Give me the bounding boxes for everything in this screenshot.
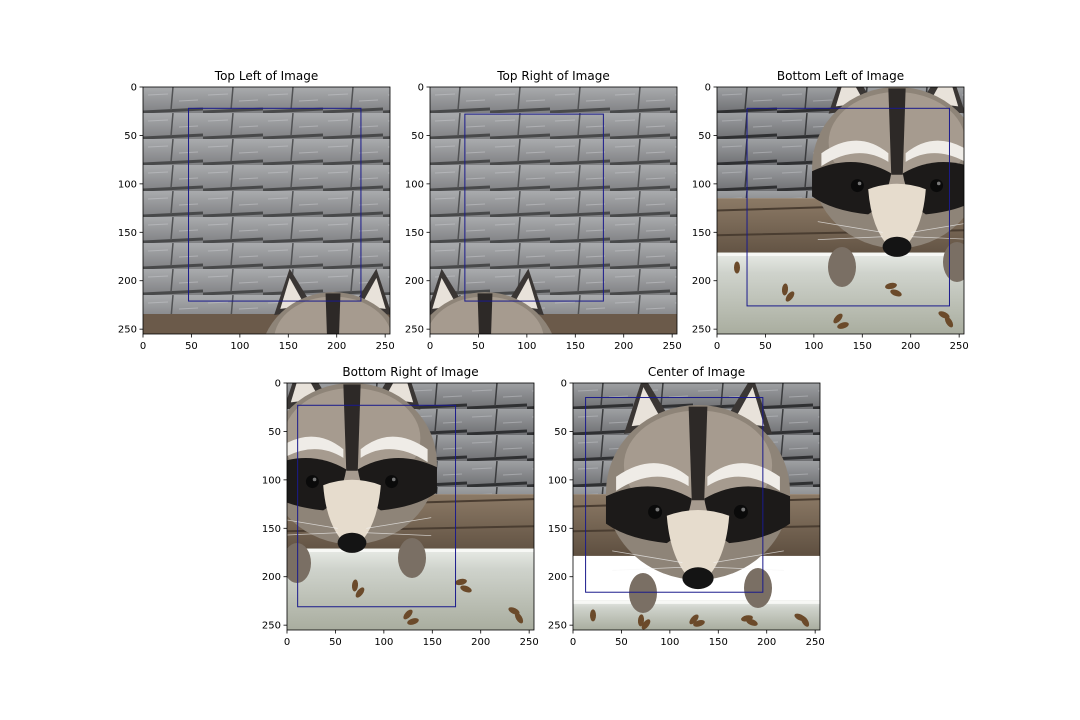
- x-tick-label: 150: [853, 341, 872, 352]
- x-tick-label: 50: [472, 341, 485, 352]
- x-tick-label: 200: [614, 341, 633, 352]
- subplot-title: Bottom Left of Image: [777, 69, 904, 83]
- subplot-title: Top Left of Image: [214, 69, 318, 83]
- x-tick-label: 150: [566, 341, 585, 352]
- bounding-box: [585, 397, 764, 593]
- y-tick-label: 250: [118, 325, 137, 336]
- y-tick-label: 100: [262, 475, 281, 486]
- image-area: [717, 87, 964, 334]
- y-tick-label: 150: [692, 228, 711, 239]
- axes-frame: [429, 86, 678, 335]
- y-tick-label: 200: [262, 572, 281, 583]
- x-tick-label: 100: [804, 341, 823, 352]
- x-tick-label: 250: [663, 341, 682, 352]
- y-tick-label: 0: [131, 83, 137, 94]
- y-tick-label: 200: [548, 572, 567, 583]
- x-tick-label: 0: [284, 637, 290, 648]
- y-tick-label: 150: [548, 524, 567, 535]
- y-tick-label: 150: [405, 228, 424, 239]
- x-tick-label: 50: [185, 341, 198, 352]
- y-tick-label: 200: [118, 276, 137, 287]
- x-tick-label: 50: [329, 637, 342, 648]
- subplot-title: Center of Image: [648, 365, 745, 379]
- x-tick-label: 0: [714, 341, 720, 352]
- y-tick-label: 0: [418, 83, 424, 94]
- bounding-box: [297, 404, 457, 608]
- y-tick-label: 50: [698, 131, 711, 142]
- x-tick-label: 250: [806, 637, 825, 648]
- y-tick-label: 0: [275, 379, 281, 390]
- y-tick-label: 0: [561, 379, 567, 390]
- y-tick-label: 50: [411, 131, 424, 142]
- image-area: [573, 383, 820, 630]
- x-tick-label: 0: [140, 341, 146, 352]
- x-tick-label: 100: [660, 637, 679, 648]
- x-tick-label: 200: [471, 637, 490, 648]
- y-tick-label: 250: [405, 325, 424, 336]
- y-tick-label: 100: [548, 475, 567, 486]
- y-tick-label: 100: [118, 179, 137, 190]
- y-tick-label: 250: [548, 621, 567, 632]
- x-tick-label: 200: [757, 637, 776, 648]
- x-tick-label: 200: [901, 341, 920, 352]
- y-tick-label: 150: [118, 228, 137, 239]
- y-tick-label: 50: [268, 427, 281, 438]
- x-tick-label: 150: [279, 341, 298, 352]
- subplot-title: Top Right of Image: [496, 69, 609, 83]
- axes-frame: [142, 86, 391, 335]
- image-area: [287, 383, 534, 630]
- y-tick-label: 200: [692, 276, 711, 287]
- y-tick-label: 250: [262, 621, 281, 632]
- image-area: [143, 87, 390, 334]
- image-area: [430, 87, 677, 334]
- y-tick-label: 0: [705, 83, 711, 94]
- x-tick-label: 100: [374, 637, 393, 648]
- x-tick-label: 150: [709, 637, 728, 648]
- bounding-box: [188, 107, 362, 302]
- x-tick-label: 0: [570, 637, 576, 648]
- x-tick-label: 250: [376, 341, 395, 352]
- bounding-box: [464, 113, 604, 302]
- x-tick-label: 100: [230, 341, 249, 352]
- y-tick-label: 150: [262, 524, 281, 535]
- subplot-title: Bottom Right of Image: [342, 365, 478, 379]
- x-tick-label: 200: [327, 341, 346, 352]
- axes-frame: [716, 86, 965, 335]
- y-tick-label: 50: [124, 131, 137, 142]
- axes-frame: [286, 382, 535, 631]
- y-tick-label: 200: [405, 276, 424, 287]
- x-tick-label: 100: [517, 341, 536, 352]
- x-tick-label: 50: [615, 637, 628, 648]
- y-tick-label: 250: [692, 325, 711, 336]
- bounding-box: [746, 107, 950, 307]
- x-tick-label: 250: [520, 637, 539, 648]
- y-tick-label: 100: [692, 179, 711, 190]
- x-tick-label: 150: [423, 637, 442, 648]
- x-tick-label: 50: [759, 341, 772, 352]
- axes-frame: [572, 382, 821, 631]
- x-tick-label: 0: [427, 341, 433, 352]
- x-tick-label: 250: [950, 341, 969, 352]
- y-tick-label: 100: [405, 179, 424, 190]
- y-tick-label: 50: [554, 427, 567, 438]
